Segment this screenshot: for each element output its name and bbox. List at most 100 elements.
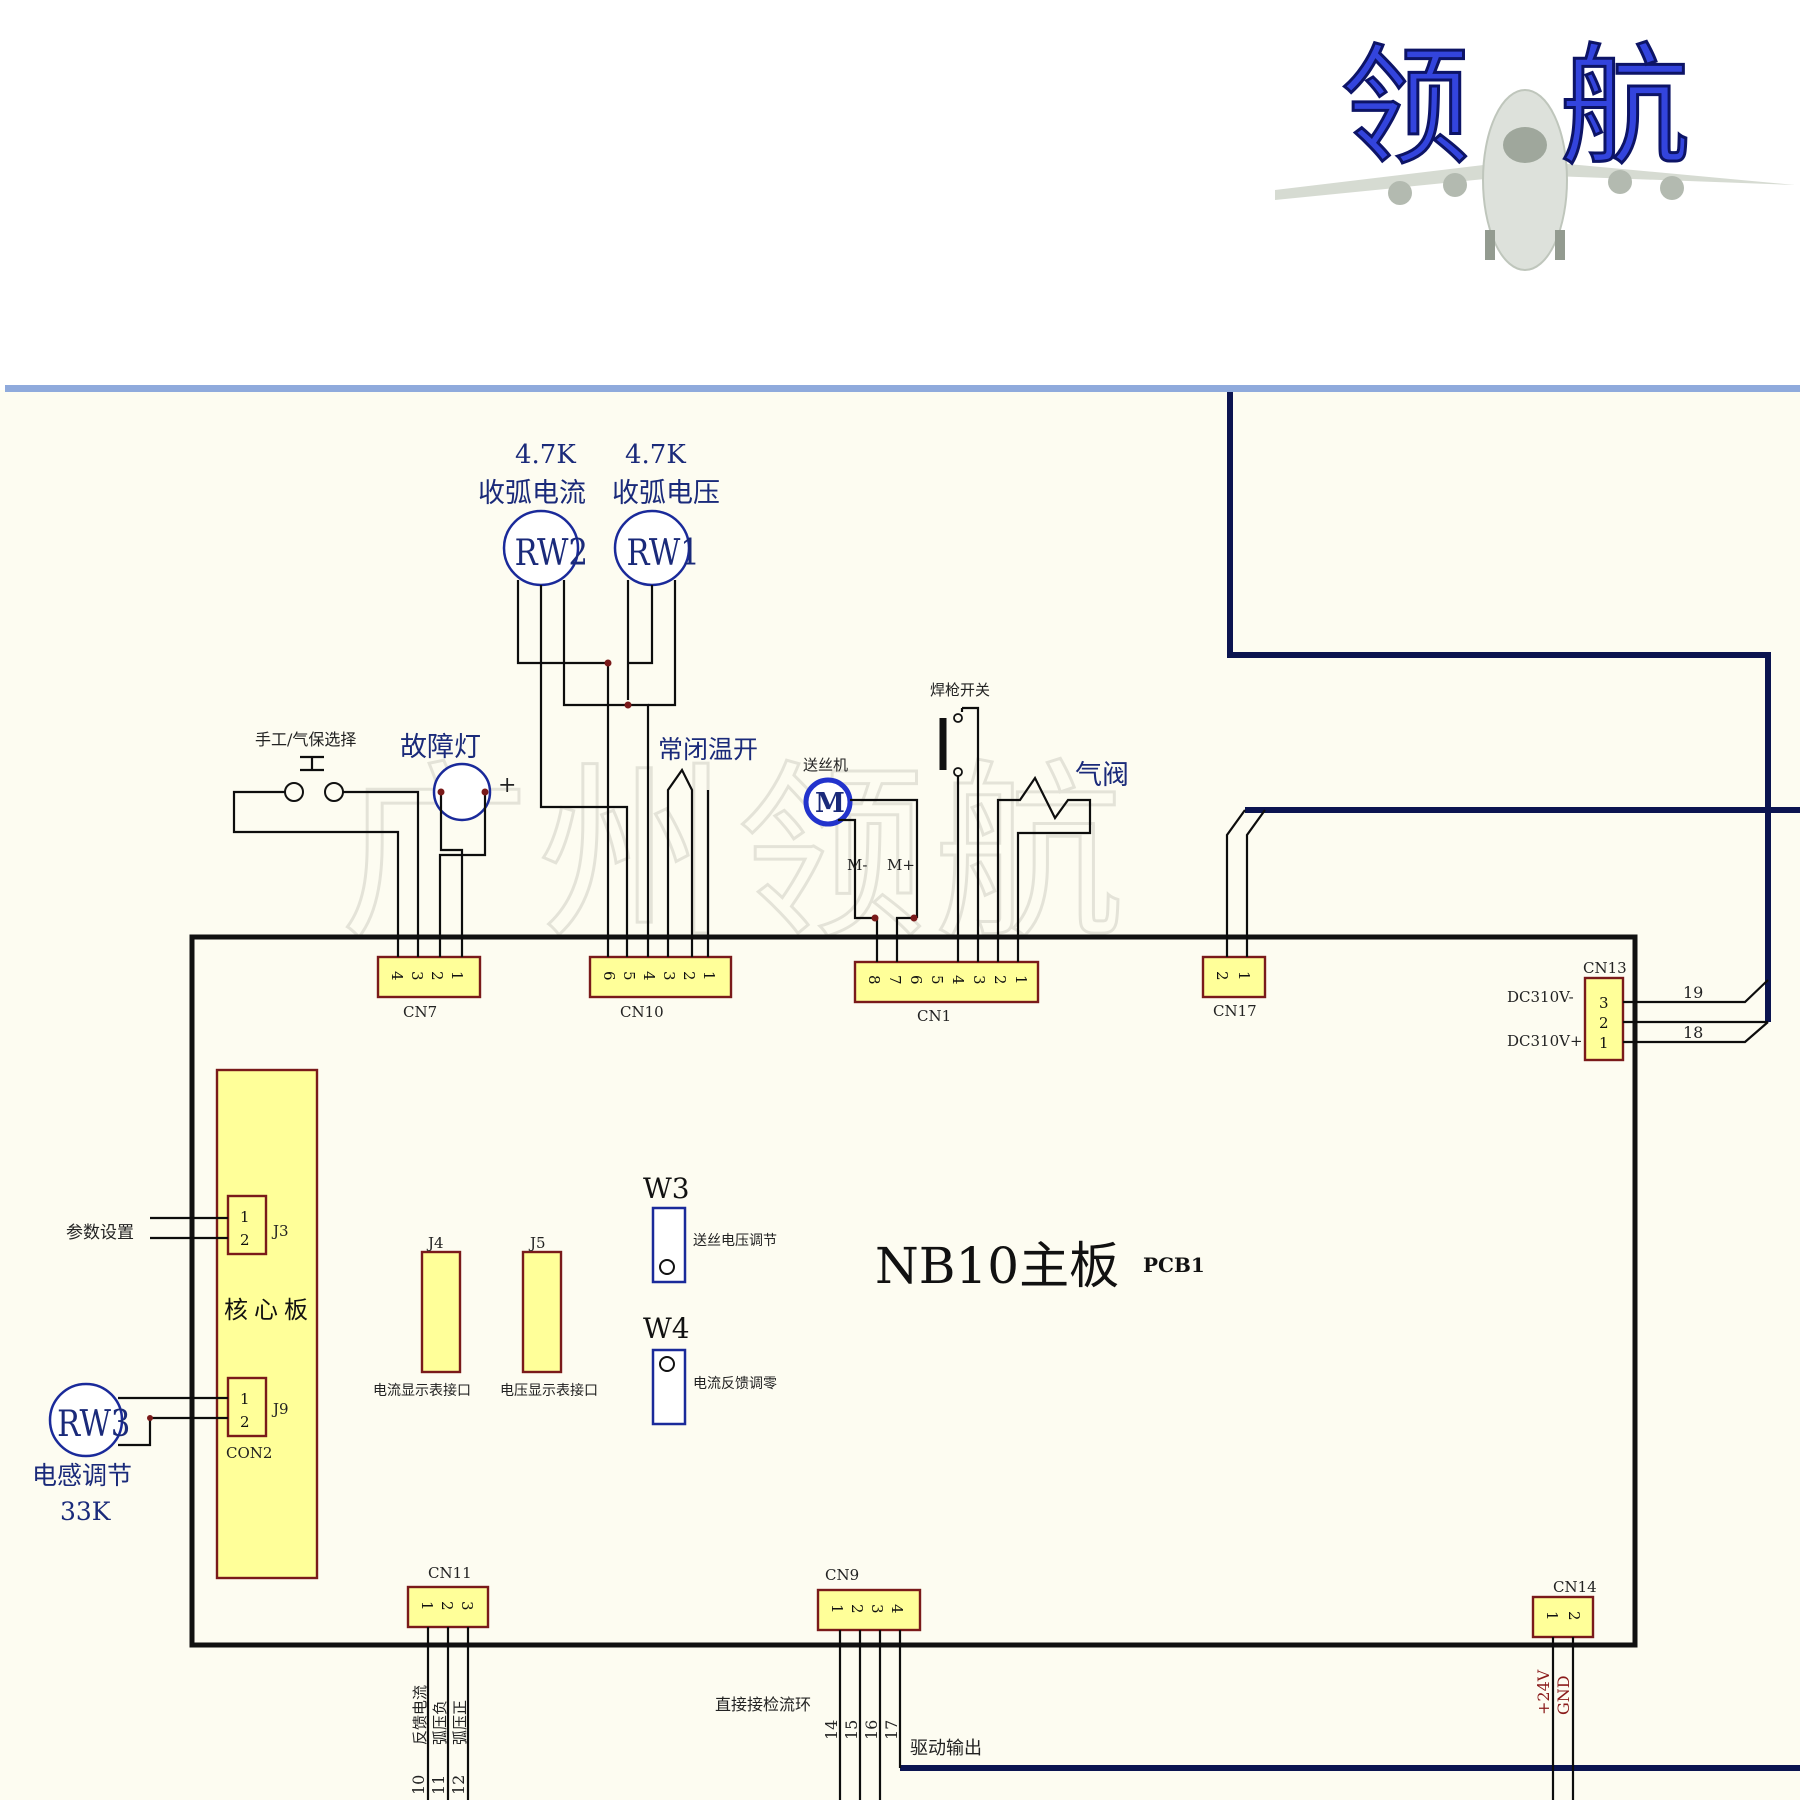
w3-function-label: 送丝电压调节 [693,1233,777,1249]
rw2-function-label: 收弧电流 [478,478,586,509]
cn9-connector [816,1588,922,1632]
svg-text:5: 5 [620,971,638,981]
mode-switch-label: 手工/气保选择 [255,730,356,749]
board-title: NB10主板 [875,1237,1119,1295]
cn1-connector [853,960,1040,1004]
wire-19-label: 19 [1683,983,1703,1002]
pcb-label: PCB1 [1143,1253,1205,1277]
svg-text:3: 3 [408,971,426,981]
cn9-pin: 4 [888,1604,906,1614]
svg-text:7: 7 [886,975,904,985]
cn13-label: CN13 [1583,959,1627,977]
wire-number: 14 [822,1720,841,1740]
logo-character-1: 领 [1340,31,1470,183]
cn9-label: CN9 [825,1566,859,1584]
cn17-pin: 1 [1235,971,1253,981]
cn17-label: CN17 [1213,1002,1257,1020]
j9-label: J9 [271,1400,289,1418]
rw2-label: RW2 [515,532,588,574]
cn9-pin: 2 [848,1604,866,1614]
cn17-pin: 2 [1213,971,1231,981]
cn11-label: CN11 [428,1564,472,1582]
svg-text:2: 2 [428,971,446,981]
svg-text:1: 1 [448,971,466,981]
gnd-label: GND [1554,1675,1573,1715]
wire-number: 16 [862,1720,881,1740]
cn11-pin: 3 [458,1601,476,1611]
cn10-label: CN10 [620,1003,664,1021]
j3-function-label: 参数设置 [66,1223,134,1243]
wire-18-label: 18 [1683,1023,1703,1042]
motor-symbol: M [815,788,845,819]
wire-number: 15 [842,1720,861,1740]
cn1-label: CN1 [917,1007,951,1025]
core-board [215,1068,319,1580]
cn14-pin: 1 [1543,1611,1561,1621]
svg-text:1: 1 [700,971,718,981]
svg-text:4: 4 [949,975,967,985]
rw2-value: 4.7K [515,440,576,470]
airplane-logo-icon [1275,89,1795,271]
cn11-wire-label: 弧压负 [431,1700,449,1745]
svg-text:8: 8 [865,975,883,985]
cn9-pin: 1 [828,1604,846,1614]
w4-label: W4 [643,1312,690,1345]
logo-character-2: 航 [1560,31,1690,183]
j3-label: J3 [271,1222,289,1240]
rw3-function-label: 电感调节 [32,1461,132,1490]
svg-text:4: 4 [388,971,406,981]
j5-connector [521,1250,563,1374]
cn14-connector [1531,1595,1595,1639]
con2-label: CON2 [226,1444,272,1462]
j3-connector [226,1194,268,1256]
j4-connector [420,1250,462,1374]
fault-lamp-icon [432,762,492,822]
w4-trimmer [651,1348,687,1426]
j3-pin: 2 [240,1231,250,1249]
svg-text:3: 3 [660,971,678,981]
svg-text:2: 2 [680,971,698,981]
cn13-pin: 1 [1599,1034,1609,1052]
j9-pin: 2 [240,1413,250,1431]
cn14-pin: 2 [1565,1611,1583,1621]
cn14-label: CN14 [1553,1578,1597,1596]
j5-label: J5 [528,1234,546,1252]
wire-feeder-label: 送丝机 [803,756,848,774]
cn7-connector [376,955,482,999]
cn9-drive-output-label: 驱动输出 [910,1738,982,1759]
cn13-pin: 2 [1599,1014,1609,1032]
cn11-wire-label: 弧压正 [451,1700,469,1745]
cn17-connector [1201,955,1267,999]
thermo-switch-label: 常闭温开 [658,735,758,764]
svg-text:5: 5 [928,975,946,985]
j9-pin: 1 [240,1390,250,1408]
motor-icon [803,777,853,827]
plus-24v-label: +24V [1534,1669,1553,1715]
svg-text:6: 6 [600,971,618,981]
cn13-connector [1583,976,1625,1062]
rw1-value: 4.7K [625,440,686,470]
dc310v-minus-label: DC310V- [1507,988,1574,1006]
cn9-current-loop-label: 直接接检流环 [715,1695,811,1714]
j3-pin: 1 [240,1208,250,1226]
cn11-pin: 1 [418,1601,436,1611]
fault-lamp-plus: + [498,773,516,798]
svg-text:6: 6 [907,975,925,985]
wire-number: 12 [449,1775,468,1795]
w3-label: W3 [643,1172,690,1205]
cn11-pin: 2 [438,1601,456,1611]
rw3-value: 33K [60,1497,112,1526]
gas-valve-label: 气阀 [1075,760,1129,791]
rw1-function-label: 收弧电压 [612,478,720,509]
cn11-wire-label: 反馈电流 [411,1685,429,1745]
cn7-label: CN7 [403,1003,437,1021]
motor-plus-label: M+ [887,856,915,874]
rw3-potentiometer [48,1382,124,1458]
w4-function-label: 电流反馈调零 [693,1376,777,1392]
cn1-pins: 8 7 6 5 4 3 2 1 [865,975,1030,985]
cn10-connector [588,955,733,999]
rw1-label: RW1 [627,532,700,574]
header-divider [5,385,1800,392]
